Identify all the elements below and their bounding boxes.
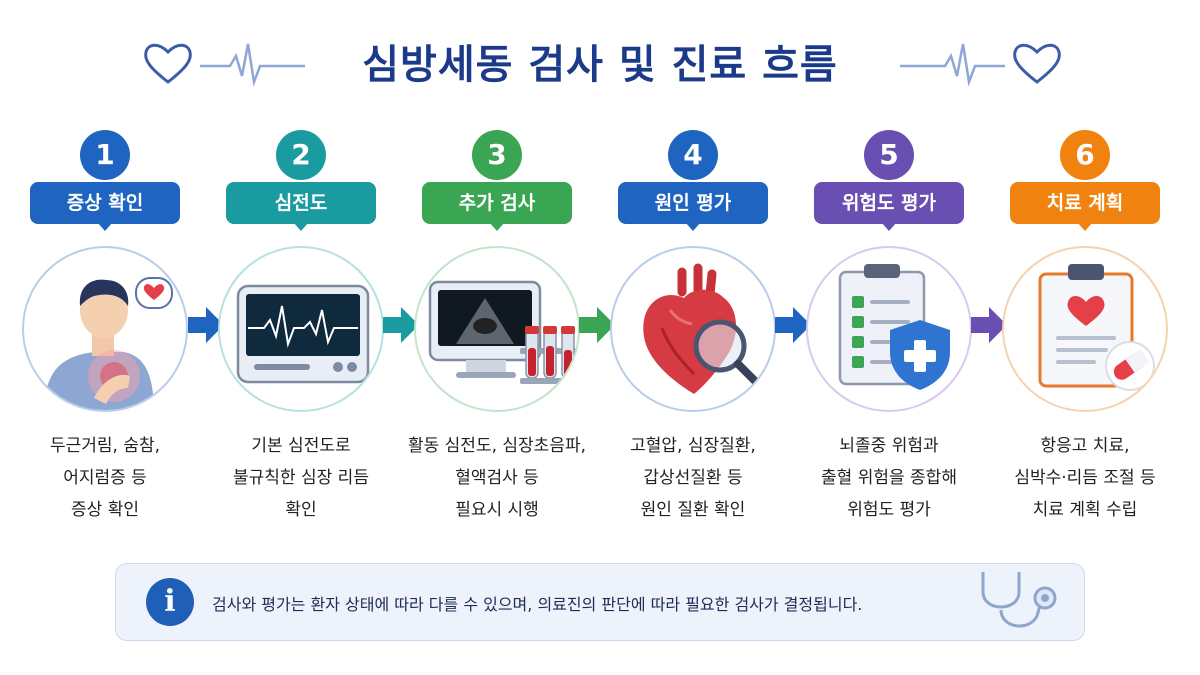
desc-line: 항응고 치료,: [1040, 436, 1130, 456]
arrow-right-icon: [775, 307, 811, 343]
arrow-right-icon: [579, 307, 615, 343]
step-description: 고혈압, 심장질환, 갑상선질환 등 원인 질환 확인: [593, 430, 793, 526]
step-label: 치료 계획: [1010, 182, 1160, 224]
step-4: 4 원인 평가 고혈압, 심장질환, 갑상선질환 등 원인 질환 확인: [598, 130, 788, 530]
desc-line: 확인: [285, 500, 317, 520]
heart-ecg-icon: [900, 43, 1061, 87]
desc-line: 위험도 평가: [847, 500, 931, 520]
step-number: 4: [668, 130, 718, 180]
desc-line: 갑상선질환 등: [643, 468, 743, 488]
ultrasound-blood-test-icon: [428, 280, 578, 384]
desc-line: 출혈 위험을 종합해: [821, 468, 957, 488]
step-description: 활동 심전도, 심장초음파, 혈액검사 등 필요시 시행: [397, 430, 597, 526]
step-number: 3: [472, 130, 522, 180]
desc-line: 원인 질환 확인: [640, 500, 746, 520]
step-illustration: [218, 246, 384, 412]
desc-line: 활동 심전도, 심장초음파,: [407, 436, 586, 456]
step-6: 6 치료 계획 항응고 치료, 심박수·리듬 조절 등 치료: [990, 130, 1180, 530]
note-text: 검사와 평가는 환자 상태에 따라 다를 수 있으며, 의료진의 판단에 따라 …: [212, 595, 863, 614]
arrow-right-icon: [188, 307, 224, 343]
step-illustration: [806, 246, 972, 412]
step-description: 항응고 치료, 심박수·리듬 조절 등 치료 계획 수립: [985, 430, 1185, 526]
step-label: 증상 확인: [30, 182, 180, 224]
desc-line: 기본 심전도로: [251, 436, 351, 456]
step-illustration: [414, 246, 580, 412]
step-label: 원인 평가: [618, 182, 768, 224]
page-title: 심방세동 검사 및 진료 흐름: [362, 42, 838, 88]
pill-pointer: [97, 222, 113, 231]
pill-pointer: [1077, 222, 1093, 231]
step-number: 2: [276, 130, 326, 180]
step-label: 추가 검사: [422, 182, 572, 224]
desc-line: 고혈압, 심장질환,: [630, 436, 756, 456]
arrow-right-icon: [971, 307, 1007, 343]
step-1: 1 증상 확인 두근거림, 숨참, 어지럼증 등 증상 확인: [10, 130, 200, 530]
step-label: 심전도: [226, 182, 376, 224]
desc-line: 심박수·리듬 조절 등: [1014, 468, 1156, 488]
step-label: 위험도 평가: [814, 182, 964, 224]
stethoscope-icon: [981, 572, 1057, 628]
step-number: 6: [1060, 130, 1110, 180]
desc-line: 뇌졸중 위험과: [839, 436, 939, 456]
chest-pain-person-icon: [44, 277, 173, 410]
desc-line: 치료 계획 수립: [1032, 500, 1138, 520]
step-number: 5: [864, 130, 914, 180]
desc-line: 불규칙한 심장 리듬: [233, 468, 369, 488]
ecg-monitor-icon: [236, 284, 370, 384]
step-description: 뇌졸중 위험과 출혈 위험을 종합해 위험도 평가: [789, 430, 989, 526]
pill-pointer: [293, 222, 309, 231]
step-illustration: [610, 246, 776, 412]
step-description: 두근거림, 숨참, 어지럼증 등 증상 확인: [5, 430, 205, 526]
clipboard-heart-pill-icon: [1038, 264, 1155, 391]
desc-line: 어지럼증 등: [63, 468, 147, 488]
step-description: 기본 심전도로 불규칙한 심장 리듬 확인: [201, 430, 401, 526]
step-5: 5 위험도 평가 뇌졸중 위험과 출혈 위험을 종합해: [794, 130, 984, 530]
step-illustration: [1002, 246, 1168, 412]
step-2: 2 심전도 기본 심전도로 불규칙한 심장 리듬 확인: [206, 130, 396, 530]
pill-pointer: [489, 222, 505, 231]
heart-ecg-icon: [144, 43, 305, 87]
pill-pointer: [881, 222, 897, 231]
step-illustration: [22, 246, 188, 412]
process-flow: 1 증상 확인 두근거림, 숨참, 어지럼증 등 증상 확인 2: [0, 130, 1200, 530]
heart-magnifier-icon: [643, 263, 762, 394]
checklist-shield-icon: [838, 264, 950, 390]
arrow-right-icon: [383, 307, 419, 343]
desc-line: 필요시 시행: [455, 500, 539, 520]
step-3: 3 추가 검사: [402, 130, 592, 530]
desc-line: 혈액검사 등: [455, 468, 539, 488]
pill-pointer: [685, 222, 701, 231]
desc-line: 두근거림, 숨참,: [49, 436, 161, 456]
info-icon: i: [146, 578, 194, 626]
header: 심방세동 검사 및 진료 흐름: [0, 18, 1200, 98]
step-number: 1: [80, 130, 130, 180]
desc-line: 증상 확인: [71, 500, 139, 520]
info-note: i 검사와 평가는 환자 상태에 따라 다를 수 있으며, 의료진의 판단에 따…: [115, 563, 1085, 641]
